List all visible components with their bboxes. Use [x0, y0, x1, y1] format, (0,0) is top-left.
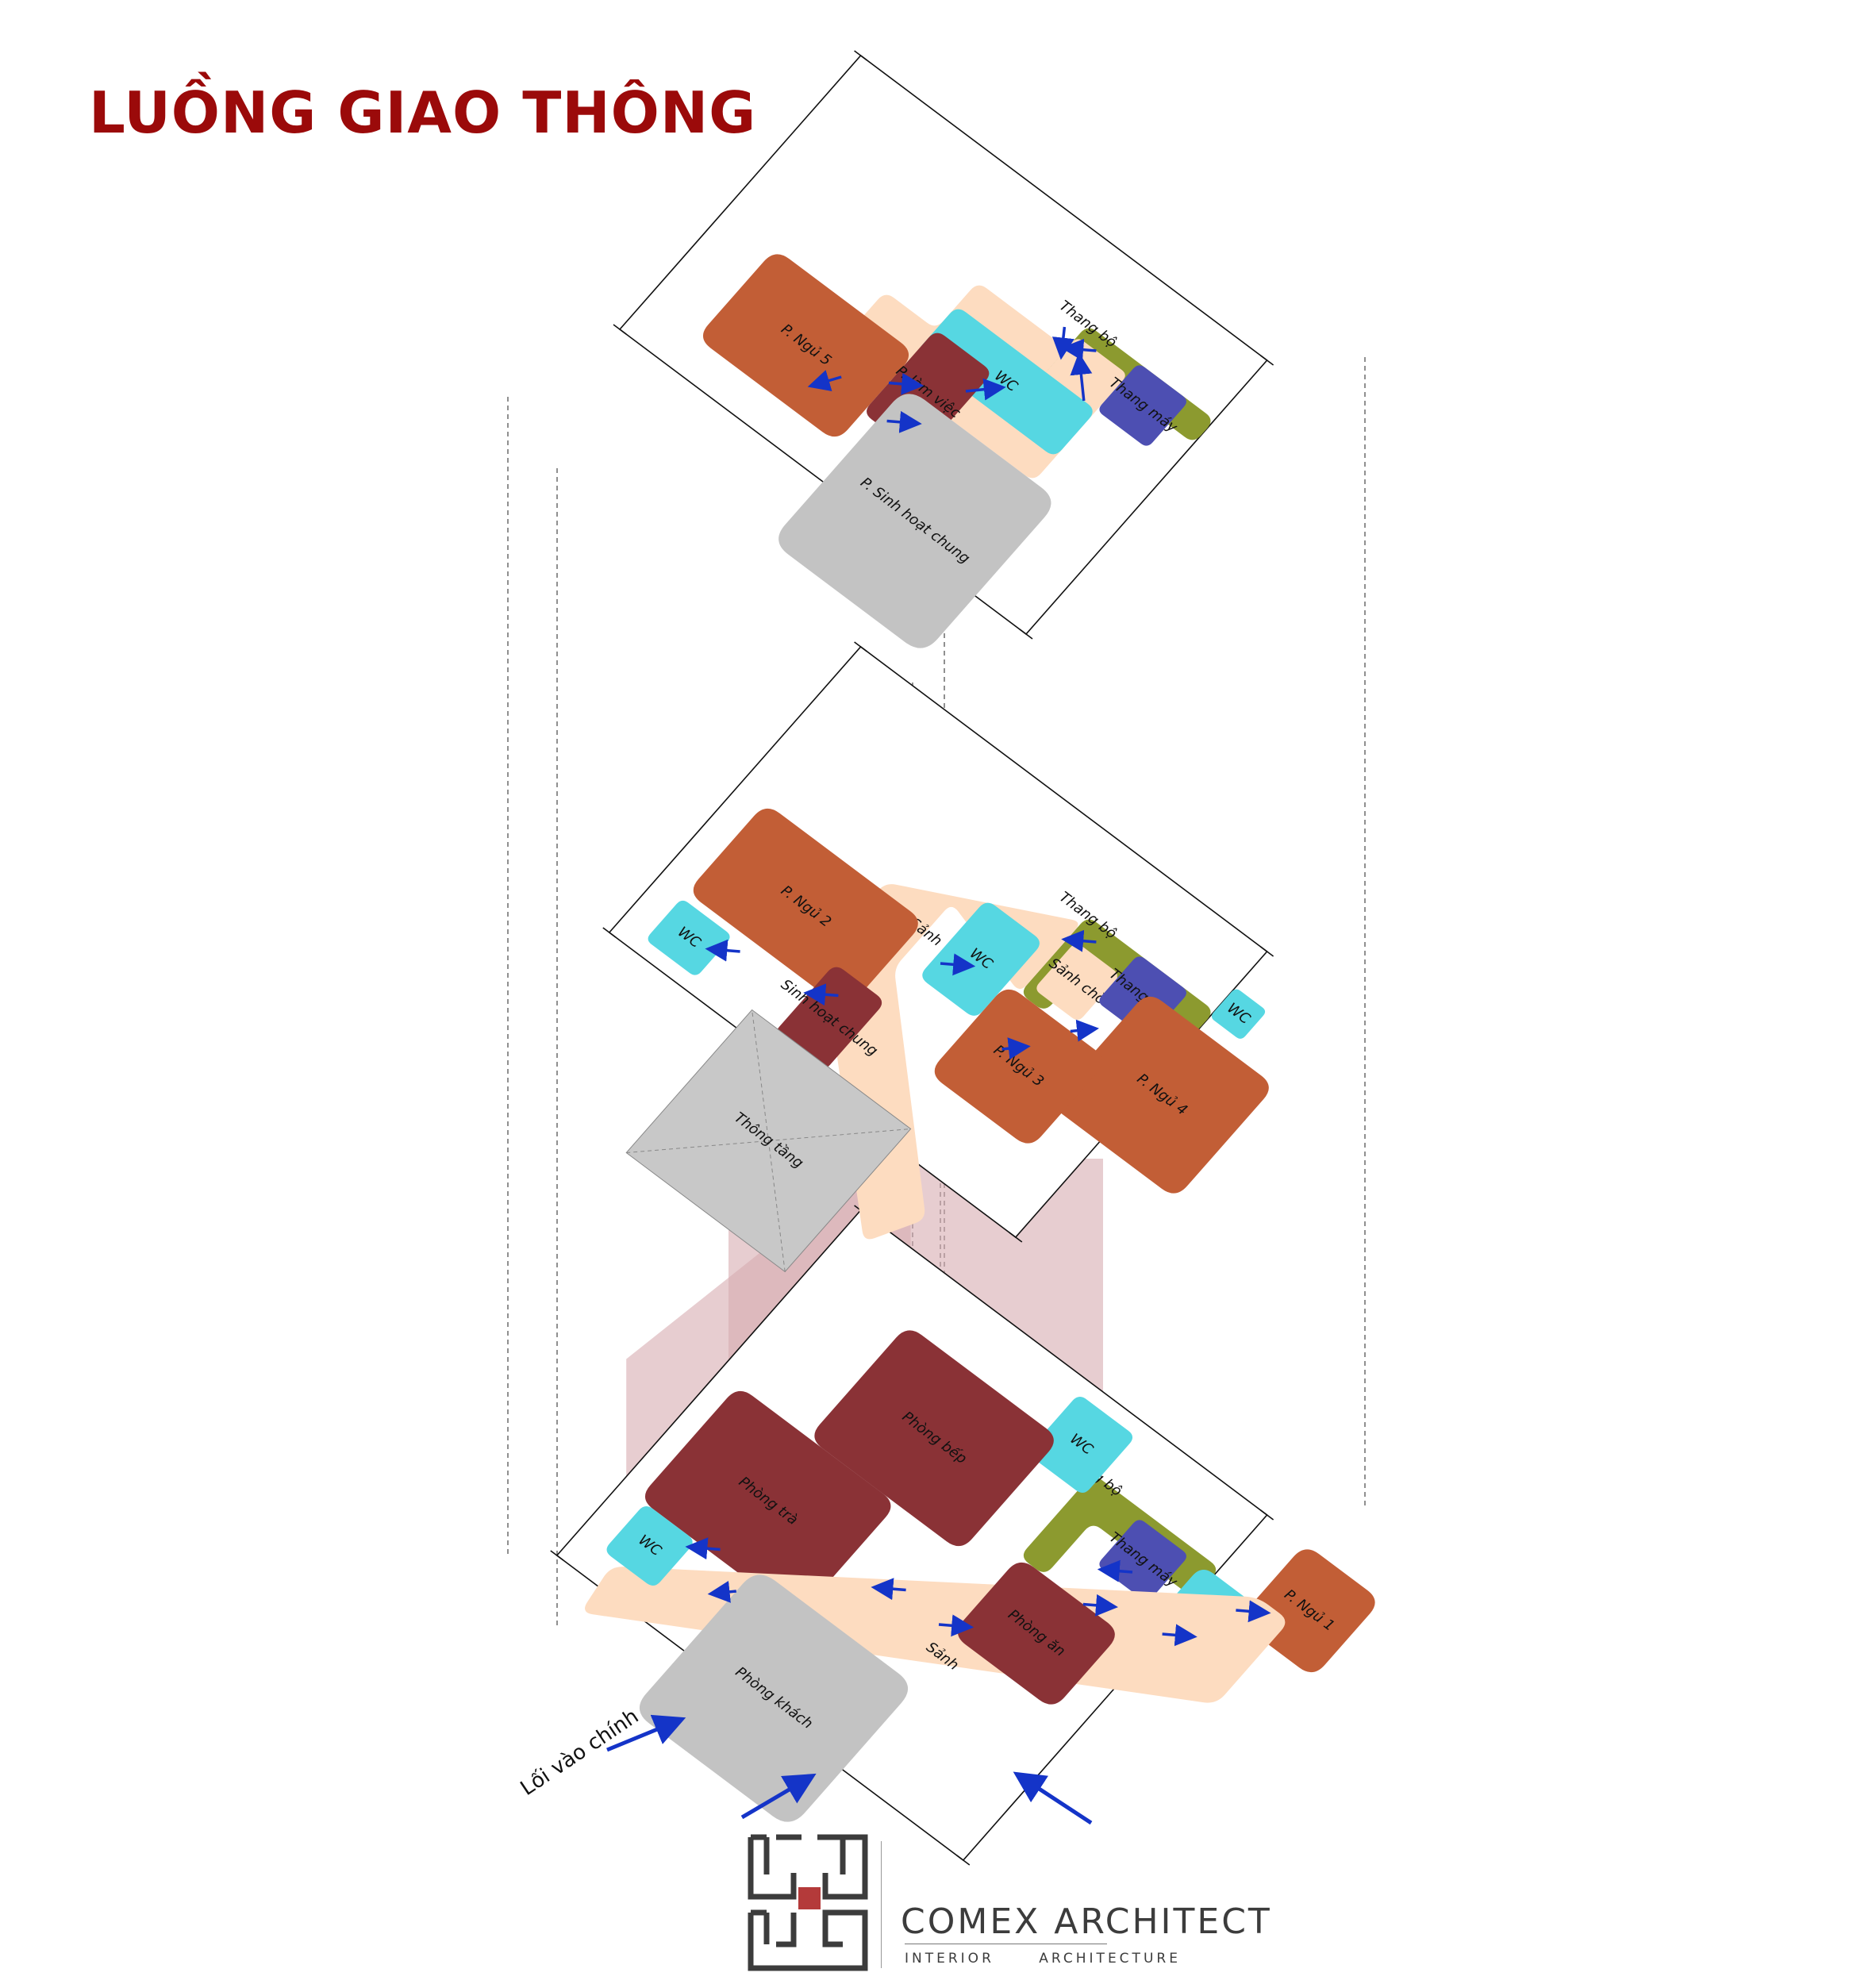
- dimension-tick: [1260, 946, 1274, 957]
- brand-subtitle: INTERIOR ARCHITECTURE: [905, 1951, 1181, 1967]
- room-tea: [644, 1390, 891, 1612]
- void-diagonal: [752, 1009, 786, 1272]
- room-bed2: [693, 808, 918, 1005]
- room-wc_small: [1211, 989, 1266, 1039]
- flow-arrow: [705, 939, 740, 962]
- flow-arrow: [707, 1580, 736, 1603]
- flow-arrow: [871, 1578, 906, 1601]
- room-waiting: [1036, 944, 1117, 1020]
- room-wc_left: [606, 1506, 693, 1586]
- room-wc: [922, 902, 1040, 1016]
- room-living: [778, 394, 1051, 648]
- logo-divider: [881, 1841, 882, 1968]
- room-kitchen: [814, 1330, 1054, 1547]
- flow-arrow: [1236, 1600, 1271, 1623]
- room-family: [776, 967, 882, 1070]
- flow-arrow: [886, 410, 922, 433]
- entrance-arrow: [606, 1714, 686, 1752]
- dimension-tick: [1260, 355, 1274, 366]
- flow-arrow: [803, 983, 839, 1006]
- void-diagonal: [626, 1128, 911, 1153]
- room-dining: [957, 1562, 1115, 1705]
- dimension-tick: [1009, 1232, 1023, 1243]
- dimension-tick: [602, 927, 617, 938]
- flow-arrow: [888, 372, 925, 395]
- room-elevator: [1099, 365, 1186, 446]
- room-wc_top: [1029, 1397, 1133, 1493]
- flow-arrow: [1097, 1559, 1133, 1582]
- flow-arrow: [1162, 1624, 1197, 1647]
- page-title: LUỒNG GIAO THÔNG: [89, 79, 757, 146]
- flow-arrow: [807, 370, 842, 392]
- room-bed4: [1055, 996, 1269, 1194]
- entrance-arrow: [740, 1773, 817, 1820]
- dimension-tick: [1260, 1509, 1274, 1521]
- brand-logo: COMEX ARCHITECT INTERIOR ARCHITECTURE: [746, 1825, 1270, 1976]
- flow-arrow: [940, 953, 976, 976]
- entrance-label: Lối vào chính: [517, 1705, 644, 1801]
- flow-arrow: [1070, 1019, 1099, 1042]
- flow-arrow: [685, 1537, 721, 1560]
- room-bed1: [1243, 1549, 1375, 1673]
- logo-mark-icon: [748, 1834, 868, 1971]
- dimension-tick: [613, 324, 627, 335]
- flow-arrow: [1070, 352, 1093, 402]
- dimension-tick: [550, 1550, 564, 1561]
- flow-arrow: [938, 1614, 975, 1637]
- flow-arrow: [1051, 326, 1074, 360]
- room-guest: [639, 1575, 909, 1822]
- brand-name: COMEX ARCHITECT: [901, 1901, 1272, 1942]
- room-bed3: [934, 989, 1102, 1144]
- room-elevator: [1099, 1520, 1186, 1601]
- flow-arrow: [1001, 1037, 1031, 1060]
- dimension-tick: [956, 1855, 971, 1866]
- dimension-tick: [1019, 629, 1033, 640]
- flow-arrow: [965, 378, 1006, 401]
- dimension-tick: [854, 50, 868, 61]
- flow-arrow: [1061, 929, 1097, 952]
- entrance-arrow: [1013, 1771, 1093, 1825]
- dimension-tick: [854, 641, 868, 652]
- room-bed5: [702, 254, 909, 437]
- flow-arrow: [1082, 1594, 1118, 1617]
